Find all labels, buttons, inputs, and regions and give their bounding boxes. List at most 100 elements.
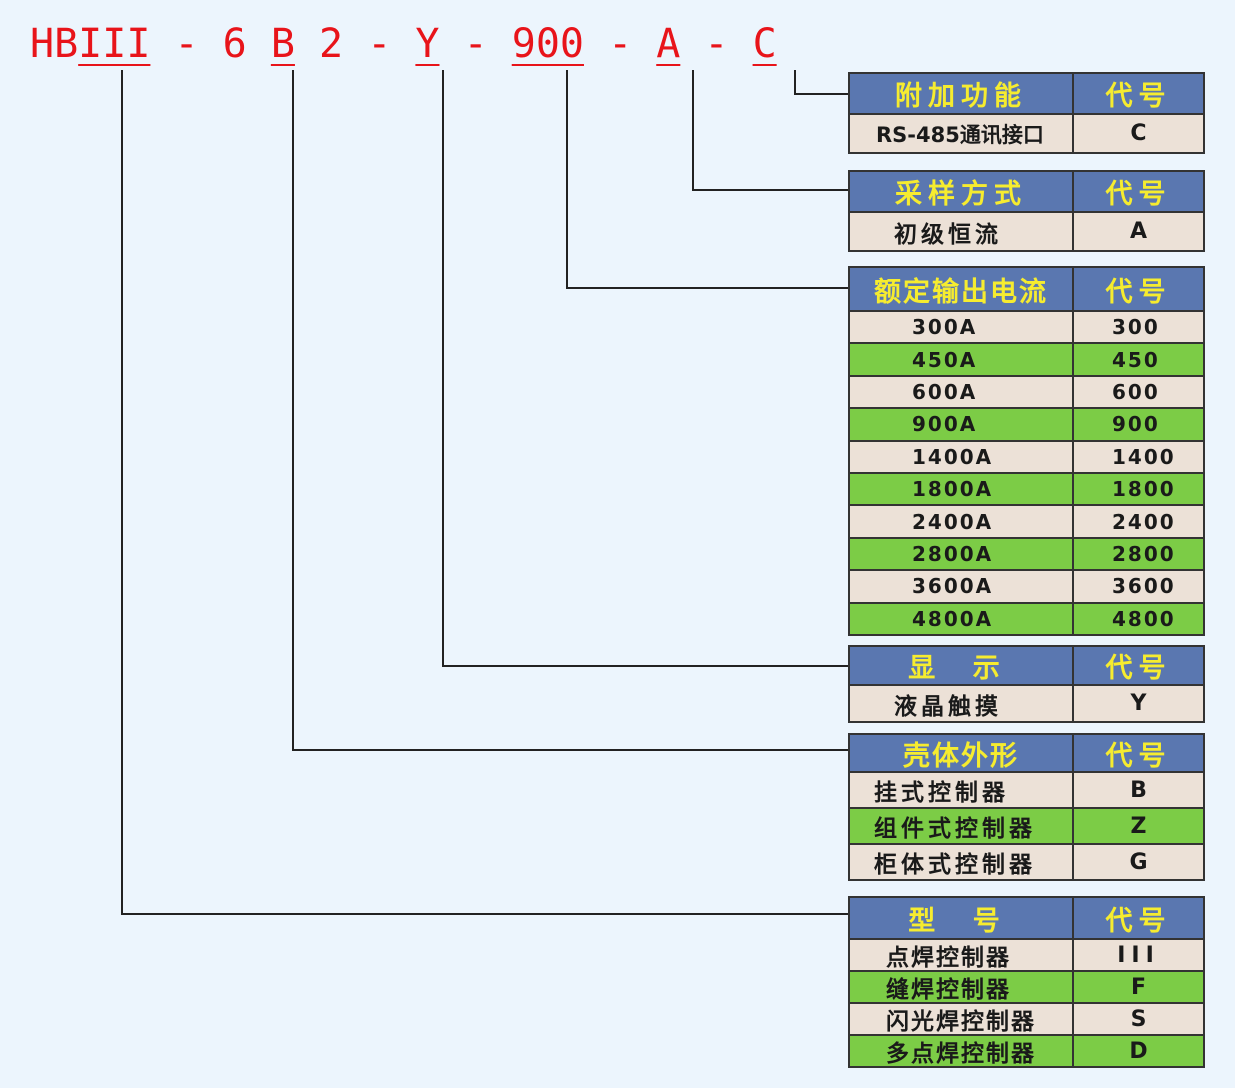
table-header: 型 号 代号 xyxy=(850,898,1203,938)
row-name: 缝焊控制器 xyxy=(850,972,1074,1002)
row-name: 2400A xyxy=(850,506,1074,537)
row-code: A xyxy=(1074,213,1203,250)
row-code: 3600 xyxy=(1074,571,1203,602)
model-prefix: HB xyxy=(30,21,79,67)
table-header: 额定输出电流 代号 xyxy=(850,268,1203,310)
row-name: RS-485通讯接口 xyxy=(850,115,1074,152)
connector-extra-function xyxy=(794,70,848,95)
row-name: 600A xyxy=(850,376,1074,408)
table-display: 显 示 代号 液晶触摸 Y xyxy=(848,645,1205,723)
row-code: 1800 xyxy=(1074,473,1203,505)
row-code: D xyxy=(1074,1036,1203,1066)
model-code-2: 2 xyxy=(319,21,344,67)
row-name: 1400A xyxy=(850,441,1074,472)
row-code: F xyxy=(1074,972,1203,1002)
row-code: G xyxy=(1074,845,1203,879)
row-name: 2800A xyxy=(850,538,1074,570)
row-code: B xyxy=(1074,773,1203,807)
header-code: 代号 xyxy=(1074,268,1203,310)
header-name: 型 号 xyxy=(850,898,1074,938)
row-name: 900A xyxy=(850,409,1074,440)
connector-rated-current xyxy=(566,70,848,289)
row-code: 4800 xyxy=(1074,603,1203,634)
table-header: 附加功能 代号 xyxy=(850,74,1203,113)
model-code: HBIII - 6 B 2 - Y - 900 - A - C xyxy=(30,21,777,67)
table-header: 采样方式 代号 xyxy=(850,172,1203,211)
row-code: Z xyxy=(1074,809,1203,843)
model-code-sampling: A xyxy=(656,21,681,67)
header-code: 代号 xyxy=(1074,647,1203,684)
table-header: 壳体外形 代号 xyxy=(850,735,1203,771)
model-code-type: III xyxy=(78,21,151,67)
row-name: 3600A xyxy=(850,571,1074,602)
row-name: 多点焊控制器 xyxy=(850,1036,1074,1066)
table-row: 液晶触摸 Y xyxy=(850,684,1203,721)
table-header: 显 示 代号 xyxy=(850,647,1203,684)
table-extra-function: 附加功能 代号 RS-485通讯接口 C xyxy=(848,72,1205,154)
header-name: 额定输出电流 xyxy=(850,268,1074,310)
row-name: 闪光焊控制器 xyxy=(850,1004,1074,1034)
row-code: 900 xyxy=(1074,409,1203,440)
row-code: 2400 xyxy=(1074,506,1203,537)
row-name: 液晶触摸 xyxy=(850,686,1074,721)
row-name: 组件式控制器 xyxy=(850,809,1074,843)
header-name: 显 示 xyxy=(850,647,1074,684)
header-code: 代号 xyxy=(1074,74,1203,113)
header-name: 采样方式 xyxy=(850,172,1074,211)
connector-shell xyxy=(292,70,848,751)
row-name: 挂式控制器 xyxy=(850,773,1074,807)
row-code: 450 xyxy=(1074,344,1203,375)
model-code-shell: B xyxy=(270,21,295,67)
row-code: 1400 xyxy=(1074,441,1203,472)
header-code: 代号 xyxy=(1074,898,1203,938)
header-code: 代号 xyxy=(1074,172,1203,211)
table-sampling: 采样方式 代号 初级恒流 A xyxy=(848,170,1205,252)
connector-sampling xyxy=(692,70,848,191)
row-code: Y xyxy=(1074,686,1203,721)
row-code: III xyxy=(1074,940,1203,970)
row-name: 初级恒流 xyxy=(850,213,1074,250)
header-name: 附加功能 xyxy=(850,74,1074,113)
row-code: S xyxy=(1074,1004,1203,1034)
model-code-current: 900 xyxy=(511,21,584,67)
row-name: 点焊控制器 xyxy=(850,940,1074,970)
row-name: 4800A xyxy=(850,603,1074,634)
header-code: 代号 xyxy=(1074,735,1203,771)
model-code-extra: C xyxy=(752,21,777,67)
row-code: C xyxy=(1074,115,1203,152)
connector-model-type xyxy=(121,70,848,915)
header-name: 壳体外形 xyxy=(850,735,1074,771)
model-code-6: 6 xyxy=(222,21,247,67)
row-name: 柜体式控制器 xyxy=(850,845,1074,879)
table-row: RS-485通讯接口 C xyxy=(850,113,1203,152)
connector-display xyxy=(442,70,848,667)
row-name: 1800A xyxy=(850,473,1074,505)
row-code: 600 xyxy=(1074,376,1203,408)
model-code-display: Y xyxy=(415,21,440,67)
row-name: 300A xyxy=(850,312,1074,343)
row-name: 450A xyxy=(850,344,1074,375)
row-code: 2800 xyxy=(1074,538,1203,570)
table-row: 初级恒流 A xyxy=(850,211,1203,250)
